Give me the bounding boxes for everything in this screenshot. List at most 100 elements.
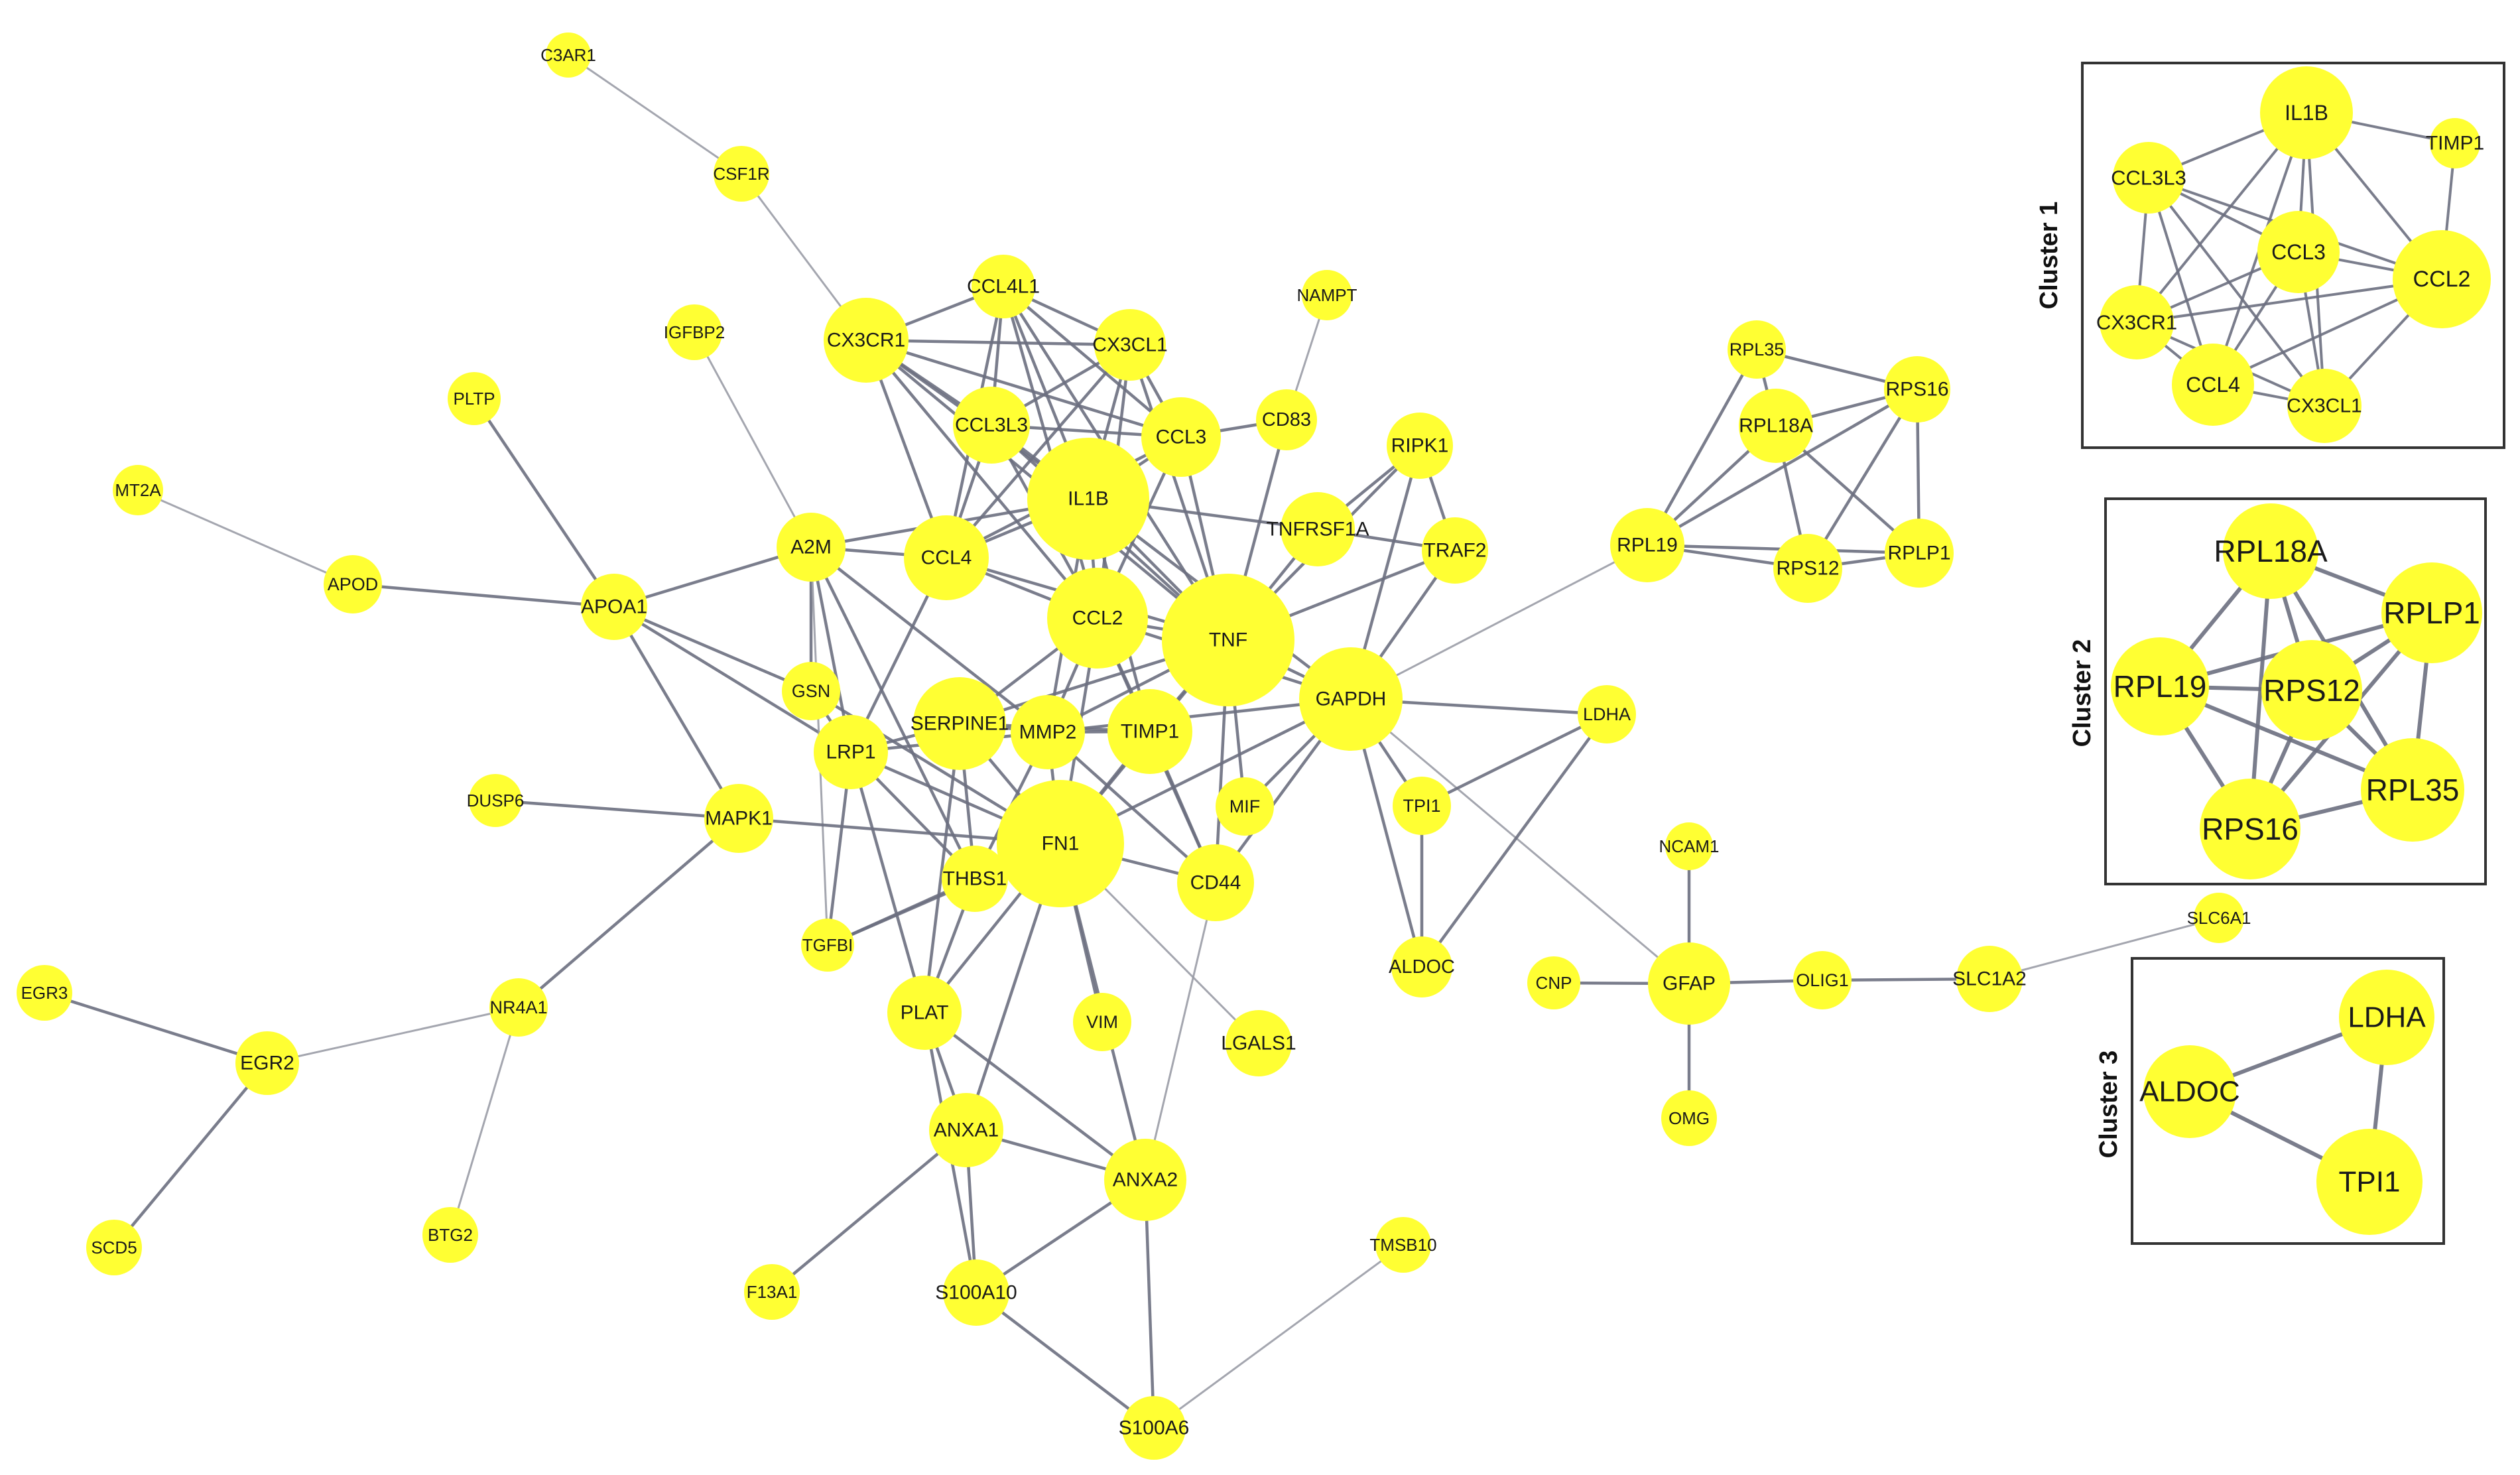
edge-nr4a1-btg2: [449, 1007, 520, 1236]
node-label: TNF: [1209, 629, 1247, 651]
node-label: TPI1: [1403, 796, 1440, 816]
node-f13a1: F13A1: [744, 1264, 800, 1320]
edge-ldha-aldoc: [1420, 713, 1608, 968]
node-label: CX3CL1: [2287, 395, 2362, 417]
node-c3ar1: C3AR1: [540, 32, 596, 78]
node-label: NR4A1: [489, 997, 547, 1017]
node-label: PLAT: [901, 1002, 949, 1024]
node-circle: [113, 465, 163, 515]
node-egr3: EGR3: [17, 965, 72, 1021]
node-circle: [2430, 118, 2480, 168]
node-label: CCL3L3: [955, 415, 1028, 436]
node-label: NAMPT: [1297, 285, 1357, 305]
node-label: LDHA: [2348, 1001, 2426, 1034]
node-label: CCL2: [2413, 267, 2471, 292]
node-circle: [943, 1259, 1009, 1326]
node-label: LRP1: [826, 741, 875, 763]
node-circle: [581, 574, 647, 640]
node-circle: [1281, 492, 1355, 566]
node-nampt: NAMPT: [1297, 270, 1357, 320]
edge-a2m-mmp2: [810, 546, 1049, 734]
node-circle: [997, 780, 1124, 907]
node-cnp: CNP: [1527, 956, 1580, 1009]
node-circle: [704, 784, 773, 853]
cluster-2-node-rps12: RPS12: [2261, 640, 2362, 741]
node-label: MT2A: [115, 480, 161, 500]
node-circle: [2316, 1129, 2423, 1235]
node-nr4a1: NR4A1: [489, 978, 548, 1037]
node-gsn: GSN: [782, 662, 840, 720]
node-label: CCL4: [921, 547, 972, 569]
node-label: RPL18A: [2214, 534, 2328, 568]
edge-rpl35-rpl19: [1646, 348, 1758, 546]
node-label: IL1B: [1068, 488, 1109, 510]
cluster-1-panel: Cluster 1 IL1BTIMP1CCL3L3CCL3CCL2CX3CR1C…: [2035, 62, 2505, 449]
cluster-1-title: Cluster 1: [2035, 202, 2063, 310]
node-circle: [777, 513, 846, 582]
node-rpl19: RPL19: [1610, 508, 1684, 582]
edge-apod-apoa1: [352, 582, 615, 609]
node-slc6a1: SLC6A1: [2187, 893, 2251, 943]
node-ripk1: RIPK1: [1387, 413, 1453, 479]
edge-cx3cr1-ccl3: [865, 338, 1182, 439]
node-label: TGFBI: [802, 935, 853, 955]
node-circle: [235, 1031, 299, 1095]
edge-anxa1-f13a1: [771, 1129, 968, 1293]
node-label: A2M: [790, 537, 832, 558]
node-circle: [2143, 1045, 2236, 1138]
node-serpine1: SERPINE1: [911, 677, 1009, 770]
node-apod: APOD: [324, 555, 382, 613]
cluster-3-frame: [2131, 957, 2445, 1245]
main-network: C3AR1CSF1RCX3CR1CCL4L1CX3CL1NAMPTIGFBP2P…: [17, 32, 2251, 1460]
node-label: BTG2: [428, 1225, 473, 1245]
edge-rps16-rps12: [1806, 388, 1919, 570]
node-timp1: TIMP1: [1107, 689, 1192, 774]
node-label: GAPDH: [1316, 688, 1387, 710]
node-aldoc: ALDOC: [1389, 936, 1455, 997]
node-tgfbi: TGFBI: [801, 919, 854, 972]
node-label: RPLP1: [2383, 596, 2480, 630]
node-cx3cr1: CX3CR1: [824, 298, 909, 383]
node-circle: [942, 846, 1008, 912]
node-label: CX3CR1: [2096, 311, 2177, 334]
cluster-1-node-cx3cl1: CX3CL1: [2287, 369, 2362, 443]
node-circle: [2257, 211, 2340, 293]
node-circle: [1107, 689, 1192, 774]
edge-apoa1-mapk1: [613, 606, 740, 820]
node-label: CSF1R: [713, 164, 769, 184]
cluster-3-node-ldha: LDHA: [2339, 970, 2434, 1065]
node-label: OMG: [1669, 1108, 1710, 1128]
node-ccl3: CCL3: [1141, 397, 1221, 477]
edge-rps16-rpl19: [1646, 388, 1919, 546]
cluster-1-edge-ccl2-cx3cr1: [2136, 278, 2442, 324]
node-circle: [887, 976, 962, 1050]
node-circle: [1047, 568, 1148, 669]
node-label: ALDOC: [1389, 956, 1455, 978]
node-circle: [2339, 970, 2434, 1065]
node-circle: [546, 32, 591, 78]
node-circle: [2361, 738, 2464, 842]
main-network-nodes: C3AR1CSF1RCX3CR1CCL4L1CX3CL1NAMPTIGFBP2P…: [17, 32, 2251, 1460]
node-circle: [1104, 1139, 1186, 1221]
edge-dusp6-mapk1: [495, 799, 739, 820]
cluster-2-node-rplp1: RPLP1: [2381, 562, 2482, 663]
node-label: PLTP: [453, 389, 495, 409]
node-ccl4l1: CCL4L1: [967, 255, 1040, 318]
node-label: MIF: [1229, 797, 1261, 816]
edge-tpi1-ldha: [1421, 712, 1607, 808]
node-circle: [2381, 562, 2482, 663]
node-circle: [2260, 66, 2353, 159]
node-circle: [1739, 389, 1813, 463]
node-circle: [1527, 956, 1580, 1009]
node-ncam1: NCAM1: [1659, 822, 1720, 870]
node-label: CNP: [1536, 973, 1572, 993]
node-circle: [782, 662, 840, 720]
node-label: RIPK1: [1391, 435, 1449, 457]
node-tmsb10: TMSB10: [1369, 1217, 1437, 1273]
edge-c3ar1-csf1r: [568, 54, 742, 175]
node-label: MAPK1: [705, 808, 773, 830]
node-circle: [1665, 822, 1713, 870]
